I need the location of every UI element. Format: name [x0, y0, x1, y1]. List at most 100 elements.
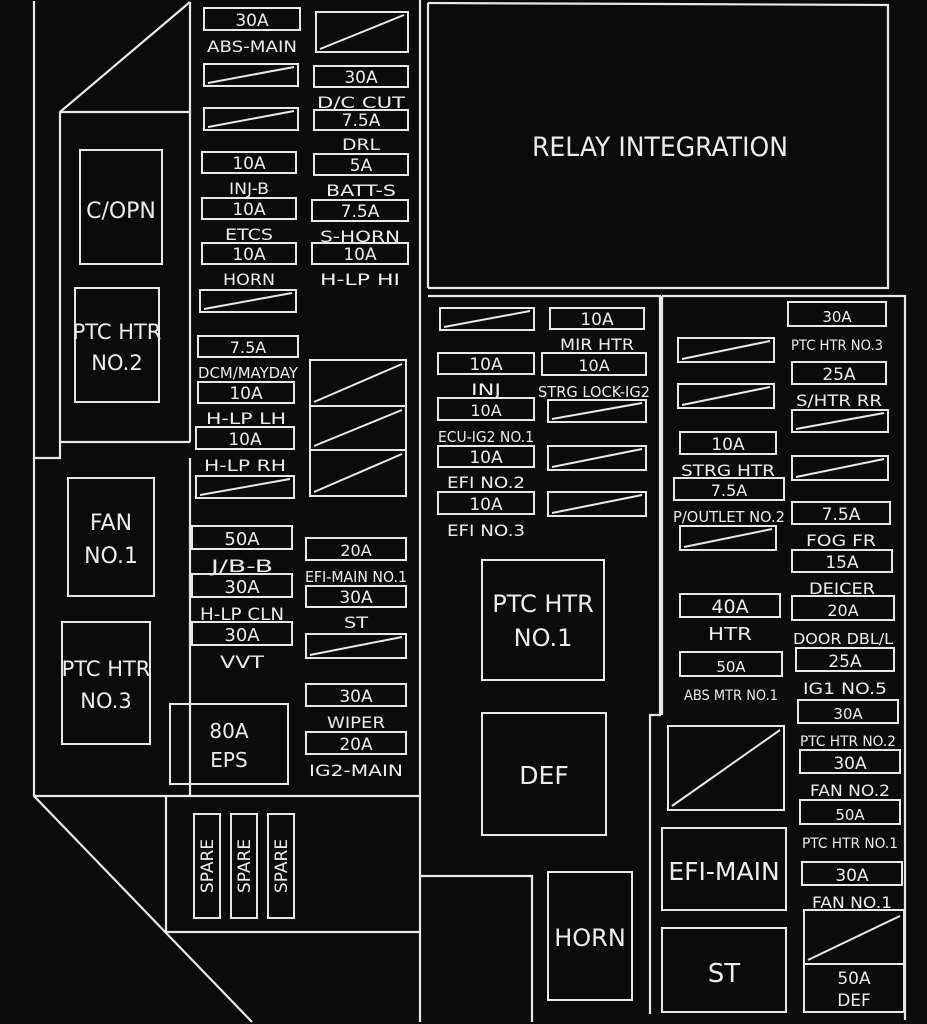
- fuse-circuit-label: STRG HTR: [681, 461, 775, 480]
- empty-fuse-slot: [203, 63, 299, 87]
- svg-text:DEF: DEF: [519, 761, 568, 790]
- fuse-drl: 7.5A DRL: [313, 109, 409, 154]
- svg-text:ST: ST: [708, 959, 741, 989]
- fuse-circuit-label: D/C CUT: [317, 93, 405, 112]
- fuse-rating: 7.5A: [341, 202, 380, 222]
- fuse-rating: 50A: [224, 529, 260, 550]
- fuse-circuit-label: H-LP CLN: [200, 605, 284, 625]
- fuse-rating: 30A: [339, 588, 373, 608]
- fuse-rating: 10A: [578, 356, 609, 375]
- fuse-ptc-htr-no3: 30A PTC HTR NO.3: [787, 301, 887, 354]
- fuse-rating: 50A: [716, 658, 746, 676]
- fuse-rating: 20A: [827, 601, 858, 620]
- fuse-circuit-label: PTC HTR NO.2: [800, 734, 896, 750]
- relay-def: DEF: [481, 712, 607, 836]
- svg-text:SPARE: SPARE: [235, 839, 255, 893]
- fuse-rating: 7.5A: [822, 505, 861, 525]
- fuse-rating: 30A: [822, 308, 852, 326]
- empty-fuse-slot: [203, 107, 299, 131]
- fuse-rating: 7.5A: [342, 111, 381, 131]
- svg-text:HORN: HORN: [554, 924, 626, 952]
- relay-ptc-htr-no3: PTC HTR NO.3: [61, 621, 151, 745]
- fuse-circuit-label: INJ: [471, 380, 501, 399]
- empty-fuse-slot: [791, 409, 889, 433]
- fuse-rating: 10A: [470, 401, 501, 420]
- fuse-circuit-label: MIR HTR: [560, 335, 634, 354]
- fuse-rating: 10A: [469, 448, 503, 468]
- fuse-strg-lock-ig2: 10A STRG LOCK-IG2: [538, 352, 650, 401]
- fuse-rating: 30A: [339, 687, 373, 707]
- fuse-rating: 10A: [229, 384, 263, 404]
- relay-efi-main: EFI-MAIN: [661, 827, 787, 911]
- fuse-rating: 10A: [232, 200, 266, 220]
- fuse-rating: 25A: [828, 652, 862, 672]
- empty-relay-slot: [667, 725, 785, 811]
- empty-relay-slot: [309, 359, 407, 497]
- fuse-80a-eps: 80A EPS: [169, 703, 289, 785]
- fuse-circuit-label: BATT-S: [326, 181, 396, 200]
- fuse-circuit-label: ECU-IG2 NO.1: [438, 428, 534, 446]
- spare-fuses: SPARE SPARE SPARE: [193, 813, 295, 919]
- relay-integration-label: RELAY INTEGRATION: [532, 132, 788, 163]
- relay-st: ST: [661, 927, 787, 1013]
- fuse-rating: 30A: [224, 625, 260, 646]
- svg-text:EFI-MAIN: EFI-MAIN: [668, 857, 779, 886]
- fuse-circuit-label: STRG LOCK-IG2: [538, 383, 650, 401]
- fuse-circuit-label: ABS MTR NO.1: [684, 688, 778, 704]
- relay-horn: HORN: [547, 871, 633, 1001]
- fuse-inj: 10A INJ: [437, 352, 535, 399]
- fuse-circuit-label: INJ-B: [229, 179, 269, 198]
- empty-fuse-slot: [679, 525, 777, 551]
- relay-ptc-htr-no1: PTC HTR NO.1: [481, 559, 605, 681]
- svg-text:PTC HTR: PTC HTR: [492, 590, 594, 618]
- fuse-rating: 10A: [469, 355, 503, 375]
- empty-fuse-slot: [791, 455, 889, 481]
- svg-text:C/OPN: C/OPN: [86, 199, 156, 224]
- svg-text:NO.1: NO.1: [84, 544, 138, 569]
- relay-c-opn: C/OPN: [79, 149, 163, 265]
- fuse-rating: 10A: [580, 310, 614, 330]
- empty-fuse-slot: [547, 399, 647, 423]
- fuse-circuit-label: DCM/MAYDAY: [198, 364, 299, 382]
- fuse-circuit-label: ST: [344, 613, 368, 632]
- fuse-circuit-label: FAN NO.1: [812, 893, 892, 912]
- empty-fuse-slot: [439, 307, 535, 331]
- fuse-mir-htr: 10A MIR HTR: [549, 307, 645, 354]
- empty-fuse-slot: [677, 337, 775, 363]
- fuse-circuit-label: DEICER: [809, 579, 875, 598]
- fuse-ig1-no5: 25A IG1 NO.5: [795, 647, 895, 698]
- fuse-circuit-label: PTC HTR NO.3: [791, 338, 883, 354]
- fuse-circuit-label: IG2-MAIN: [309, 761, 403, 780]
- fuse-rating: 10A: [343, 245, 377, 265]
- svg-text:PTC HTR: PTC HTR: [73, 320, 162, 344]
- fuse-circuit-label: IG1 NO.5: [803, 679, 887, 698]
- empty-fuse-slot: [547, 445, 647, 471]
- svg-text:NO.2: NO.2: [91, 351, 142, 375]
- fuse-rating: 7.5A: [230, 338, 266, 357]
- fuse-circuit-label: EFI NO.2: [447, 473, 525, 492]
- fuse-circuit-label: PTC HTR NO.1: [802, 836, 898, 852]
- fuse-door-dbl-l: 20A DOOR DBL/L: [791, 595, 895, 648]
- fuse-circuit-label: S-HORN: [320, 227, 400, 246]
- fuse-circuit-label: DRL: [342, 135, 380, 154]
- fuse-circuit-label: DOOR DBL/L: [793, 630, 894, 648]
- fuse-circuit-label: P/OUTLET NO.2: [673, 508, 785, 526]
